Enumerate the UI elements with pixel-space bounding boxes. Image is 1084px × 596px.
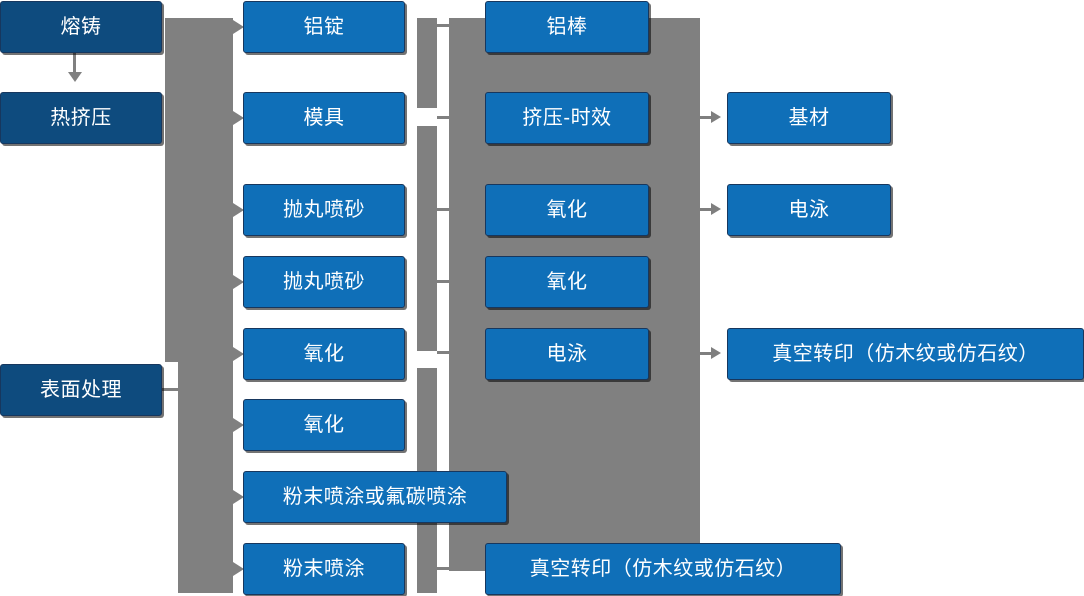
node-yanghua-materials-1[interactable]: 氧化 xyxy=(243,328,405,380)
node-dianyong-processes[interactable]: 电泳 xyxy=(485,328,649,380)
node-fenmopentu[interactable]: 粉末喷涂 xyxy=(243,543,405,595)
node-dianyong-outputs[interactable]: 电泳 xyxy=(727,184,891,236)
left-connector-body-upper xyxy=(165,18,233,362)
tie-yanghua-2 xyxy=(437,280,449,283)
node-fenmopentu-huotanpentu[interactable]: 粉末喷涂或氟碳喷涂 xyxy=(243,471,507,523)
edge-arrow-to-muju xyxy=(233,111,244,125)
node-yanghua-processes-2[interactable]: 氧化 xyxy=(485,256,649,308)
tie-jiya-shixiao xyxy=(437,116,449,119)
edge-arrow-to-fenmo-fu xyxy=(233,490,244,504)
node-zhenkongzhuanyin-processes[interactable]: 真空转印（仿木纹或仿石纹） xyxy=(485,543,841,595)
node-paowanpensha-2[interactable]: 抛丸喷砂 xyxy=(243,256,405,308)
tie-dianyong xyxy=(437,351,449,354)
node-rongzhu[interactable]: 熔铸 xyxy=(0,1,162,53)
edge-stem-to-zhenkong-out xyxy=(700,352,713,355)
edge-arrow-to-jicai xyxy=(711,111,721,123)
edge-arrow-to-yanghua-2 xyxy=(233,418,244,432)
node-rejiya[interactable]: 热挤压 xyxy=(0,92,162,144)
edge-stem-to-dianyong-out xyxy=(700,208,713,211)
edge-stem-biaomian-to-connector xyxy=(162,388,182,391)
node-paowanpensha-1[interactable]: 抛丸喷砂 xyxy=(243,184,405,236)
node-biaomianchuli[interactable]: 表面处理 xyxy=(0,364,162,416)
edge-arrow-to-paowan-1 xyxy=(233,203,244,217)
edge-stem-rongzhu-down xyxy=(73,53,76,74)
node-jicai[interactable]: 基材 xyxy=(727,92,891,144)
edge-arrow-down-rongzhu-to-rejiya xyxy=(68,72,82,82)
left-connector-body-lower xyxy=(178,362,233,593)
node-yanghua-materials-2[interactable]: 氧化 xyxy=(243,399,405,451)
edge-arrow-to-zhenkong-out xyxy=(711,347,721,359)
edge-arrow-to-dianyong-out xyxy=(711,203,721,215)
node-yanghua-processes-1[interactable]: 氧化 xyxy=(485,184,649,236)
edge-arrow-to-lvding xyxy=(233,20,244,34)
edge-arrow-to-paowan-2 xyxy=(233,275,244,289)
edge-arrow-to-fenmo xyxy=(233,562,244,576)
tie-zhenkong xyxy=(437,567,449,570)
node-jiya-shixiao[interactable]: 挤压-时效 xyxy=(485,92,649,144)
node-lvding[interactable]: 铝锭 xyxy=(243,1,405,53)
node-lvbang[interactable]: 铝棒 xyxy=(485,1,649,53)
node-muju[interactable]: 模具 xyxy=(243,92,405,144)
node-zhenkongzhuanyin-outputs[interactable]: 真空转印（仿木纹或仿石纹） xyxy=(727,328,1084,380)
edge-stem-to-jicai xyxy=(700,116,713,119)
mid-bus-seg-1 xyxy=(417,18,437,108)
tie-yanghua-1 xyxy=(437,208,449,211)
mid-bus-seg-2 xyxy=(417,126,437,351)
tie-lvbang xyxy=(437,24,449,27)
edge-arrow-to-yanghua-1 xyxy=(233,347,244,361)
